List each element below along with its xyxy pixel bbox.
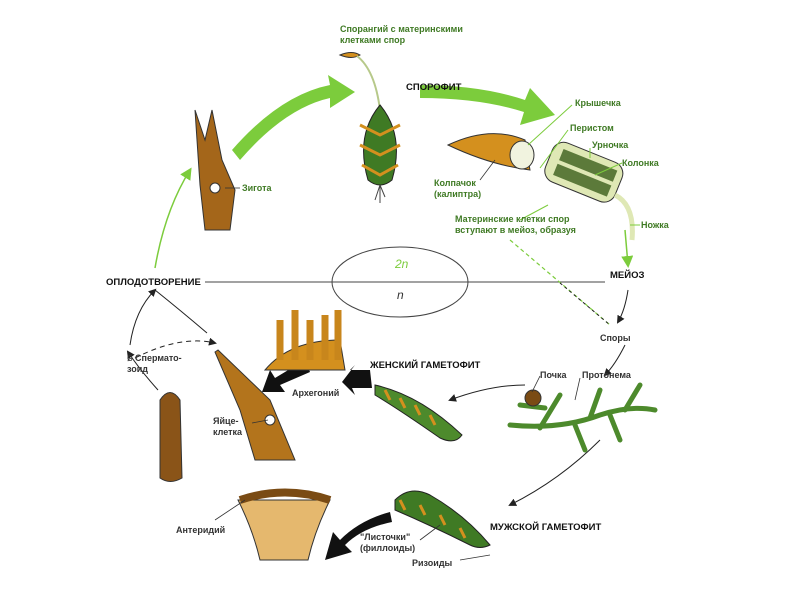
label-archegonium: Архегоний: [292, 388, 340, 398]
label-fertilization: ОПЛОДОТВОРЕНИЕ: [106, 277, 201, 288]
label-zygote: Зигота: [242, 183, 272, 193]
archegonia-cluster: [263, 310, 346, 371]
label-rhizoids: Ризоиды: [412, 558, 453, 568]
black-arrow-male: [325, 512, 392, 560]
label-meiosis: МЕЙОЗ: [610, 270, 645, 281]
label-calyptra: Колпачок (калиптра): [434, 178, 482, 199]
label-meiosis-note: Материнские клетки спор вступают в мейоз…: [455, 214, 576, 235]
arrow-protonema-to-male: [508, 439, 601, 506]
arrow-capsule-to-meiosis: [621, 229, 634, 268]
label-operculum: Крышечка: [575, 98, 621, 108]
label-peristome: Перистом: [570, 123, 614, 133]
zygote-archegonium: [194, 109, 236, 231]
label-egg: Яйце- клетка: [213, 416, 243, 437]
black-arrow-female: [342, 365, 372, 395]
label-female-gametophyte: ЖЕНСКИЙ ГАМЕТОФИТ: [370, 360, 481, 371]
label-sporangium: Спорангий с материнскими клетками спор: [340, 24, 463, 45]
arrow-protonema-to-female: [448, 384, 526, 402]
label-male-gametophyte: МУЖСКОЙ ГАМЕТОФИТ: [490, 522, 602, 533]
label-columella: Колонка: [622, 158, 659, 168]
male-gametophyte-plant: [394, 490, 491, 548]
label-spores: Споры: [600, 333, 631, 343]
female-gametophyte-plant: [374, 384, 463, 442]
label-sperm: ɕ Спермато- зоид: [127, 353, 182, 375]
label-haploid: n: [397, 288, 404, 302]
dashed-arrow-spores: [509, 239, 611, 326]
label-sperm-text: Спермато- зоид: [127, 353, 182, 374]
arrow-spores-to-protonema: [603, 344, 626, 377]
label-bud: Почка: [540, 370, 567, 380]
label-diploid: 2n: [395, 257, 409, 271]
antheridium: [159, 392, 332, 561]
ploidy-ellipse: [331, 246, 469, 318]
arrow-fertilization-to-zygote: [154, 167, 192, 269]
label-phylloids: "Листочки" (филлоиды): [360, 532, 416, 553]
arrow-sperm-to-fertilization: [129, 288, 157, 346]
sperm-icon: ɕ: [127, 352, 133, 364]
capsule-illustration: [446, 133, 635, 241]
arrow-archegonium-to-fertilization: [154, 289, 208, 334]
egg-archegonium: [214, 349, 296, 461]
arrow-antheridium-to-sperm: [126, 350, 159, 391]
label-antheridium: Антеридий: [176, 525, 226, 535]
label-sporophyte: СПОРОФИТ: [406, 82, 462, 93]
arrow-meiosis-to-spores: [616, 289, 629, 324]
dashed-sperm-path: [134, 337, 217, 359]
label-urn: Урночка: [592, 140, 629, 150]
callout-lines: [519, 104, 640, 226]
green-arrow-right: [420, 85, 555, 125]
green-arrow-left: [232, 75, 355, 160]
label-protonema: Протонема: [582, 370, 631, 380]
sporophyte-plant: [338, 52, 401, 203]
label-seta: Ножка: [641, 220, 669, 230]
protonema: [507, 382, 658, 453]
